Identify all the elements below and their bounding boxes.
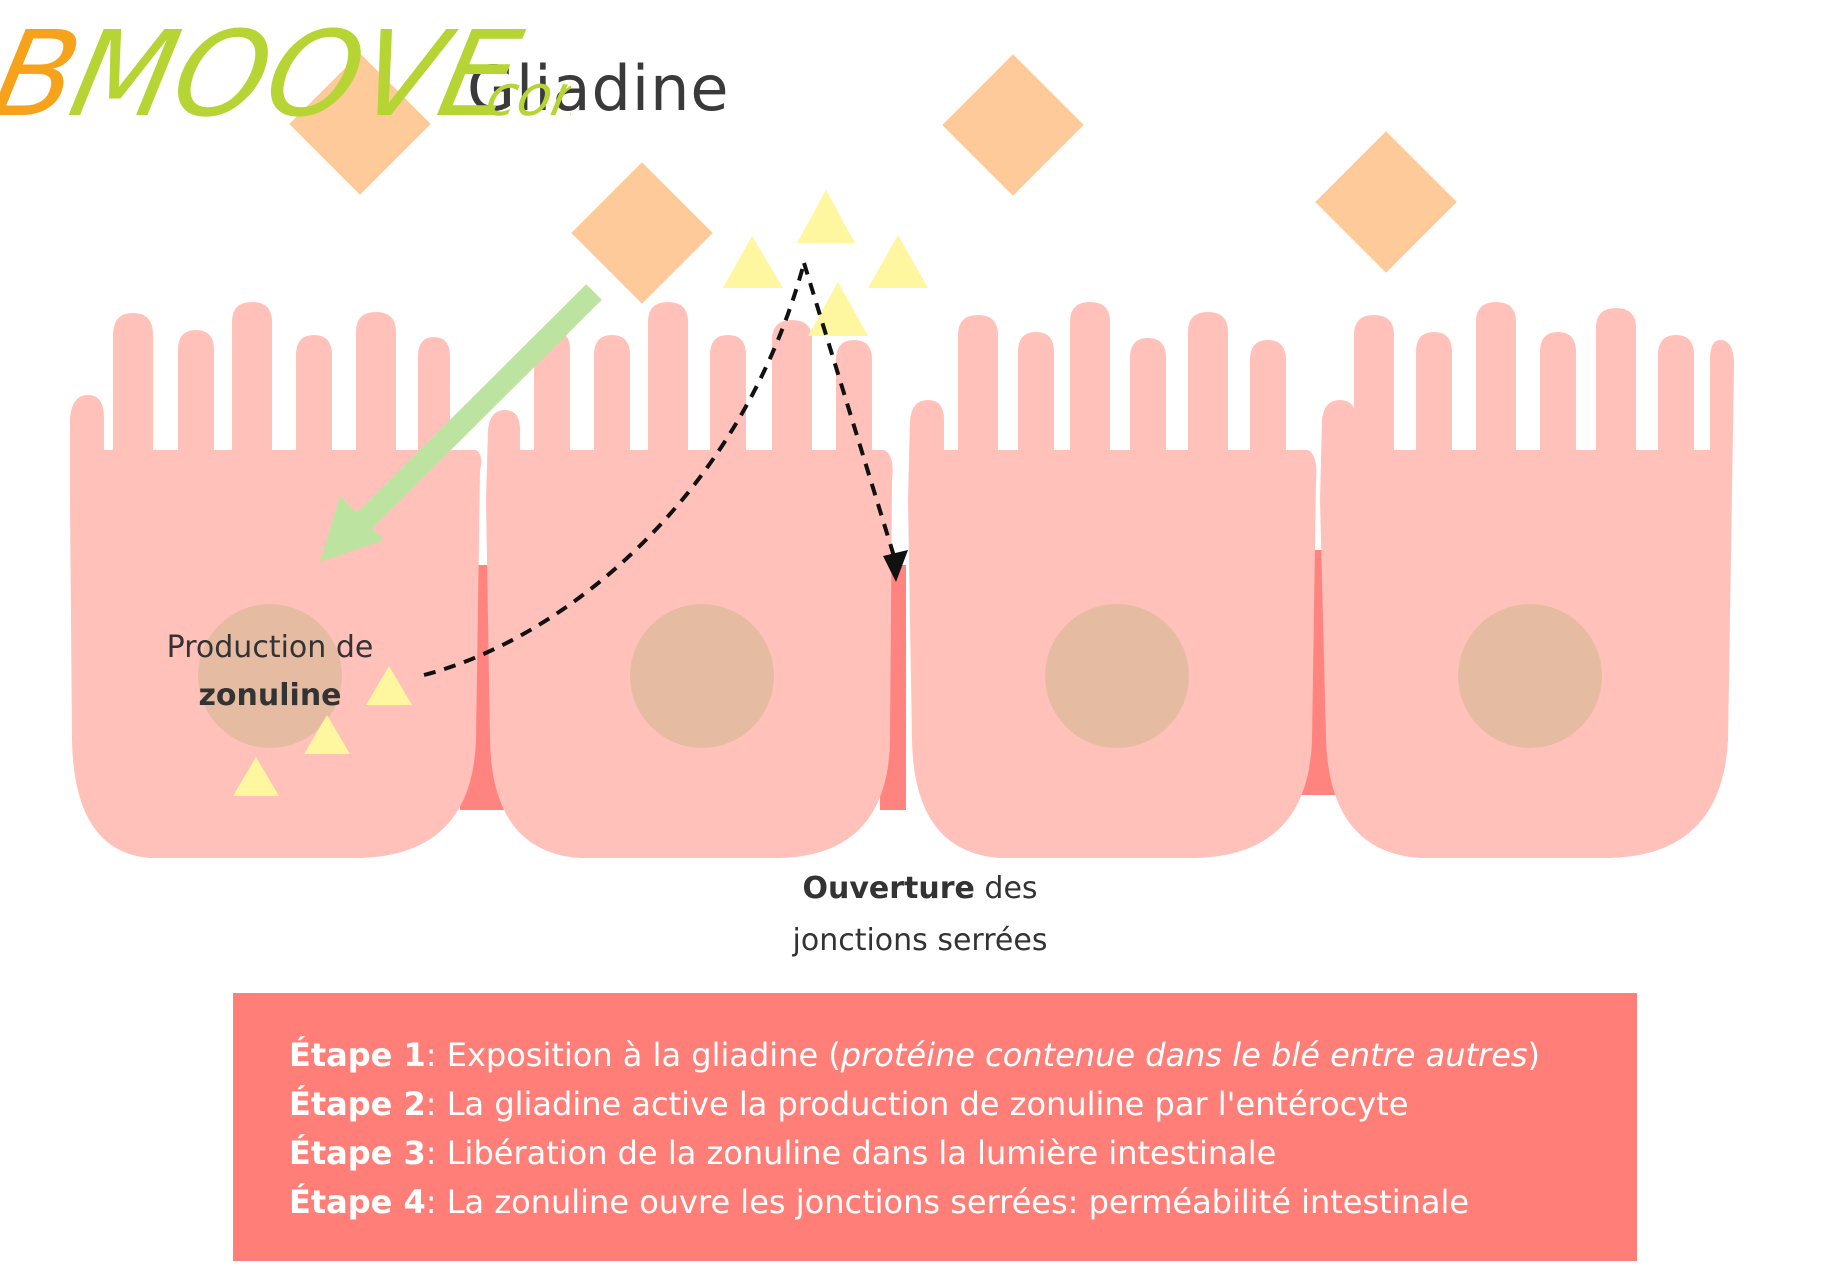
ouverture-bold: Ouverture	[802, 871, 975, 906]
enterocyte-2	[486, 302, 893, 858]
step-item: Étape 4: La zonuline ouvre les jonctions…	[289, 1178, 1540, 1227]
ouverture-label-line1: Ouverture des	[770, 863, 1070, 915]
enterocyte-1	[70, 302, 482, 858]
step-text: : Exposition à la gliadine (	[425, 1036, 841, 1074]
gliadin-diamond-4	[1315, 131, 1457, 273]
step-text: : La zonuline ouvre les jonctions serrée…	[425, 1183, 1470, 1221]
production-label-line2: zonuline	[198, 678, 342, 713]
nucleus-1	[198, 604, 342, 748]
steps-box: Étape 1: Exposition à la gliadine (proté…	[233, 993, 1637, 1261]
nucleus-4	[1458, 604, 1602, 748]
production-label: Production de zonuline	[150, 624, 390, 720]
zonulin-triangle-5	[366, 666, 412, 705]
enterocyte-4	[1320, 302, 1734, 858]
step-text: : Libération de la zonuline dans la lumi…	[425, 1134, 1277, 1172]
zonulin-triangle-1	[797, 190, 855, 243]
zonulin-triangle-4	[808, 282, 868, 336]
logo-moove: MOOVE	[59, 6, 532, 140]
step-item: Étape 2: La gliadine active la productio…	[289, 1080, 1540, 1129]
step-key: Étape 3	[289, 1134, 426, 1172]
zonulin-triangle-2	[723, 236, 783, 288]
gliadine-title: Gliadine	[467, 52, 730, 125]
step-item: Étape 1: Exposition à la gliadine (proté…	[289, 1031, 1540, 1080]
step-item: Étape 3: Libération de la zonuline dans …	[289, 1129, 1540, 1178]
step-after: )	[1527, 1036, 1541, 1074]
step-key: Étape 1	[289, 1036, 426, 1074]
step-text: : La gliadine active la production de zo…	[425, 1085, 1409, 1123]
gliadin-diamond-2	[571, 162, 713, 304]
zonulin-triangle-7	[233, 757, 279, 796]
nucleus-2	[630, 604, 774, 748]
gliadin-diamond-3	[942, 54, 1084, 196]
logo-suffix: .com	[463, 64, 571, 129]
enterocyte-3	[908, 302, 1317, 858]
dashed-arrow	[423, 262, 908, 677]
step-key: Étape 4	[289, 1183, 426, 1221]
green-arrow	[320, 284, 602, 562]
ouverture-label-line2: jonctions serrées	[792, 923, 1048, 958]
steps-list: Étape 1: Exposition à la gliadine (proté…	[289, 1031, 1540, 1227]
ouverture-rest: des	[974, 871, 1038, 906]
zonulin-triangle-3	[868, 235, 928, 288]
ouverture-label: Ouverture des jonctions serrées	[770, 863, 1070, 967]
bmoove-logo: B MOOVE .com	[0, 6, 571, 140]
step-key: Étape 2	[289, 1085, 426, 1123]
nucleus-3	[1045, 604, 1189, 748]
step-italic: protéine contenue dans le blé entre autr…	[840, 1036, 1528, 1074]
production-label-line1: Production de	[166, 630, 374, 665]
zonulin-triangle-6	[304, 715, 350, 754]
